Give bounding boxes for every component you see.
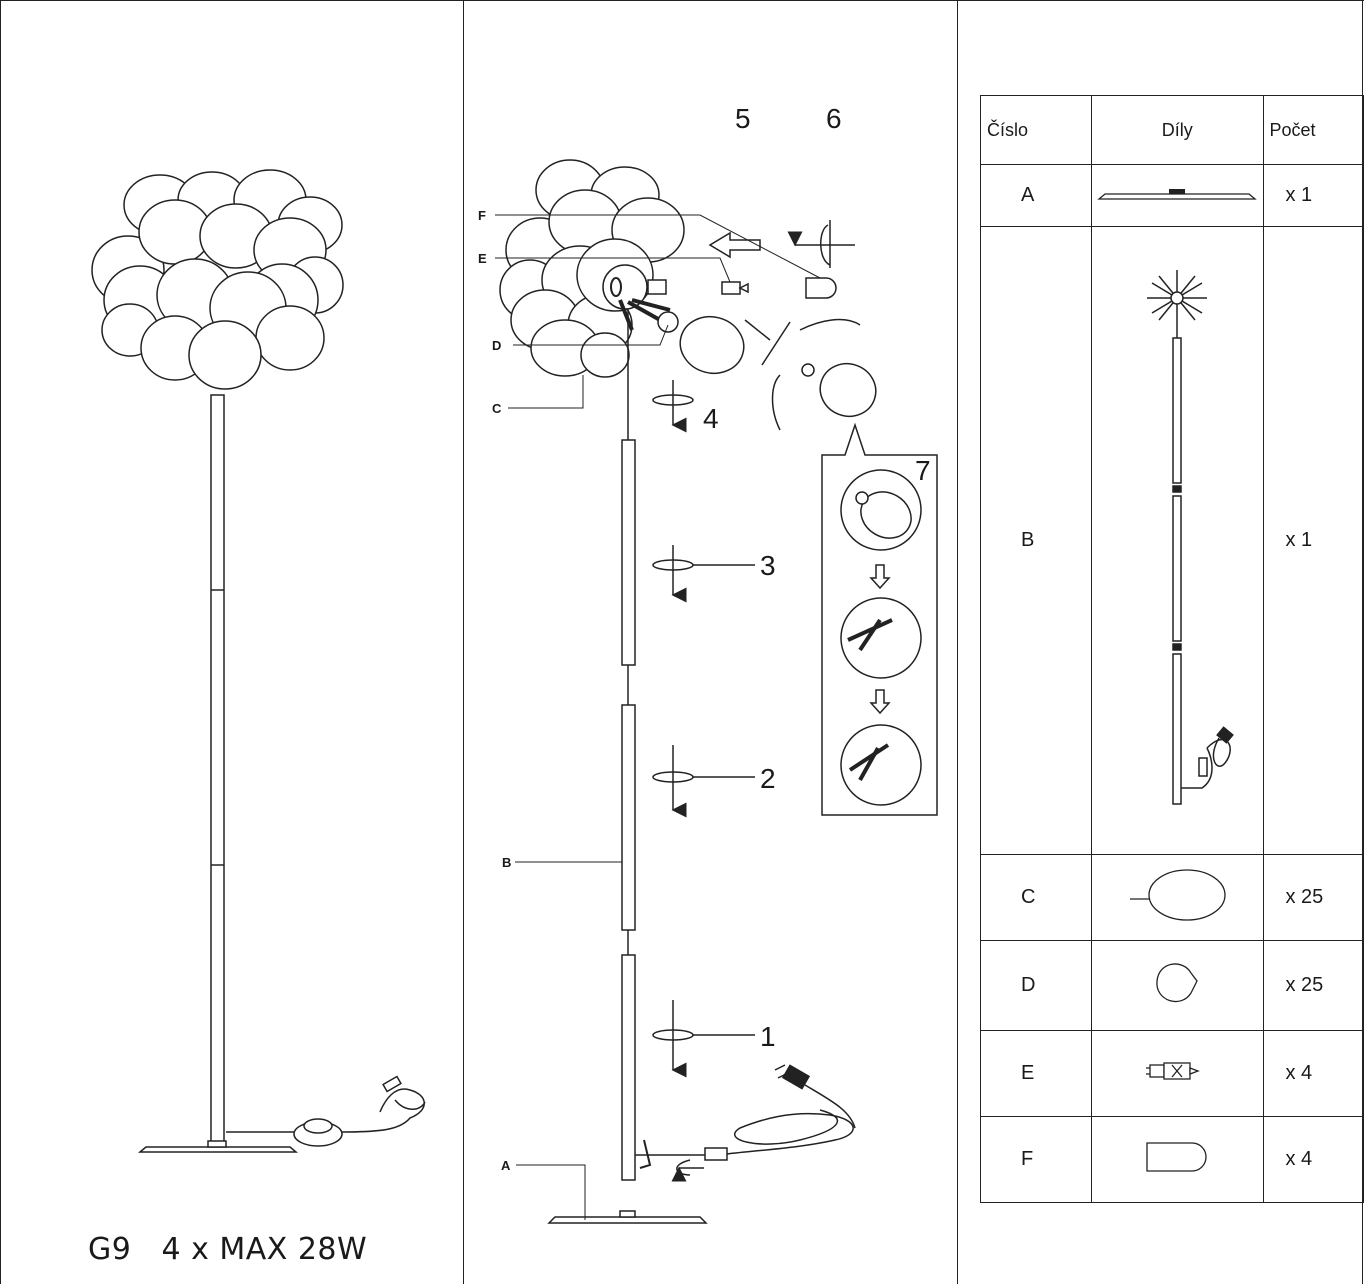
lamp-pole-icon: [210, 394, 225, 1146]
row-count: x 25: [1262, 940, 1364, 1031]
callout-leaders: [495, 214, 821, 1220]
row-part: [1091, 1116, 1264, 1203]
row-part: [1091, 940, 1264, 1031]
foot-switch-icon: [226, 1075, 426, 1147]
table-row: B: [979, 226, 1364, 855]
base-plate-icon: [1097, 189, 1258, 200]
panel-divider: [957, 0, 958, 1284]
table-header-row: Číslo Díly Počet: [979, 95, 1364, 165]
clip-ring-icon: [1156, 963, 1199, 1003]
glass-globe-icon: [1130, 869, 1226, 921]
top-border: [0, 0, 1364, 1]
clip-install-illustration: [744, 318, 877, 431]
bulb-cover-icon: [1146, 1142, 1207, 1172]
table-row: E x 4: [979, 1030, 1364, 1117]
table-row: A x 1: [979, 164, 1364, 227]
step-number-1: 1: [760, 1021, 776, 1052]
row-code: E: [979, 1030, 1093, 1117]
bulb-spec-label: G9 4 x MAX 28W: [88, 1232, 368, 1267]
g9-bulb-icon: [1146, 1062, 1201, 1080]
row-count: x 1: [1262, 164, 1364, 227]
step-number-3: 3: [760, 550, 776, 581]
table-row: C x 25: [979, 854, 1364, 941]
row-code: D: [979, 940, 1093, 1031]
globe-cluster-icon: [91, 169, 344, 390]
table-row: D x 25: [979, 940, 1364, 1031]
globe-cluster-icon: [499, 159, 685, 378]
row-count: x 4: [1262, 1030, 1364, 1117]
callout-label-a: A: [501, 1158, 511, 1173]
header-number: Číslo: [979, 95, 1093, 165]
row-code: A: [979, 164, 1093, 227]
assembled-lamp-illustration: [91, 169, 426, 1153]
callout-label-b: B: [502, 855, 511, 870]
step-number-6: 6: [826, 103, 842, 134]
panel-divider: [0, 0, 1, 1284]
callout-label-e: E: [478, 251, 487, 266]
bulb-insert-arrows: [708, 220, 855, 299]
row-code: B: [979, 226, 1093, 855]
row-count: x 4: [1262, 1116, 1364, 1203]
row-count: x 25: [1262, 854, 1364, 941]
detail-arms: [847, 618, 893, 781]
panel-divider: [463, 0, 464, 1284]
row-count: x 1: [1262, 226, 1364, 855]
power-cord-icon: [635, 1064, 856, 1169]
row-code: C: [979, 854, 1093, 941]
callout-label-d: D: [492, 338, 501, 353]
step-number-7: 7: [915, 455, 931, 486]
callout-label-f: F: [478, 208, 486, 223]
rotation-arrow-icon: [652, 380, 755, 1078]
row-code: F: [979, 1116, 1093, 1203]
callout-label-c: C: [492, 401, 502, 416]
header-parts: Díly: [1091, 95, 1264, 165]
row-part: [1091, 854, 1264, 941]
row-part: [1091, 1030, 1264, 1117]
base-plate-icon: [137, 1140, 299, 1153]
row-part: [1091, 164, 1264, 227]
step-number-5: 5: [735, 103, 751, 134]
row-part: [1091, 226, 1264, 855]
table-row: F x 4: [979, 1116, 1364, 1203]
step-number-2: 2: [760, 763, 776, 794]
assembly-diagram: F E D C B A 5 6 4 3 2 1 7: [478, 103, 938, 1224]
parts-table: Číslo Díly Počet A x 1 B: [979, 95, 1364, 1203]
pole-assembly-icon: [1147, 270, 1235, 805]
base-plate-icon: [547, 1210, 708, 1224]
header-count: Počet: [1262, 95, 1364, 165]
step-number-4: 4: [703, 403, 719, 434]
lamp-pole-icon: [621, 310, 636, 1181]
